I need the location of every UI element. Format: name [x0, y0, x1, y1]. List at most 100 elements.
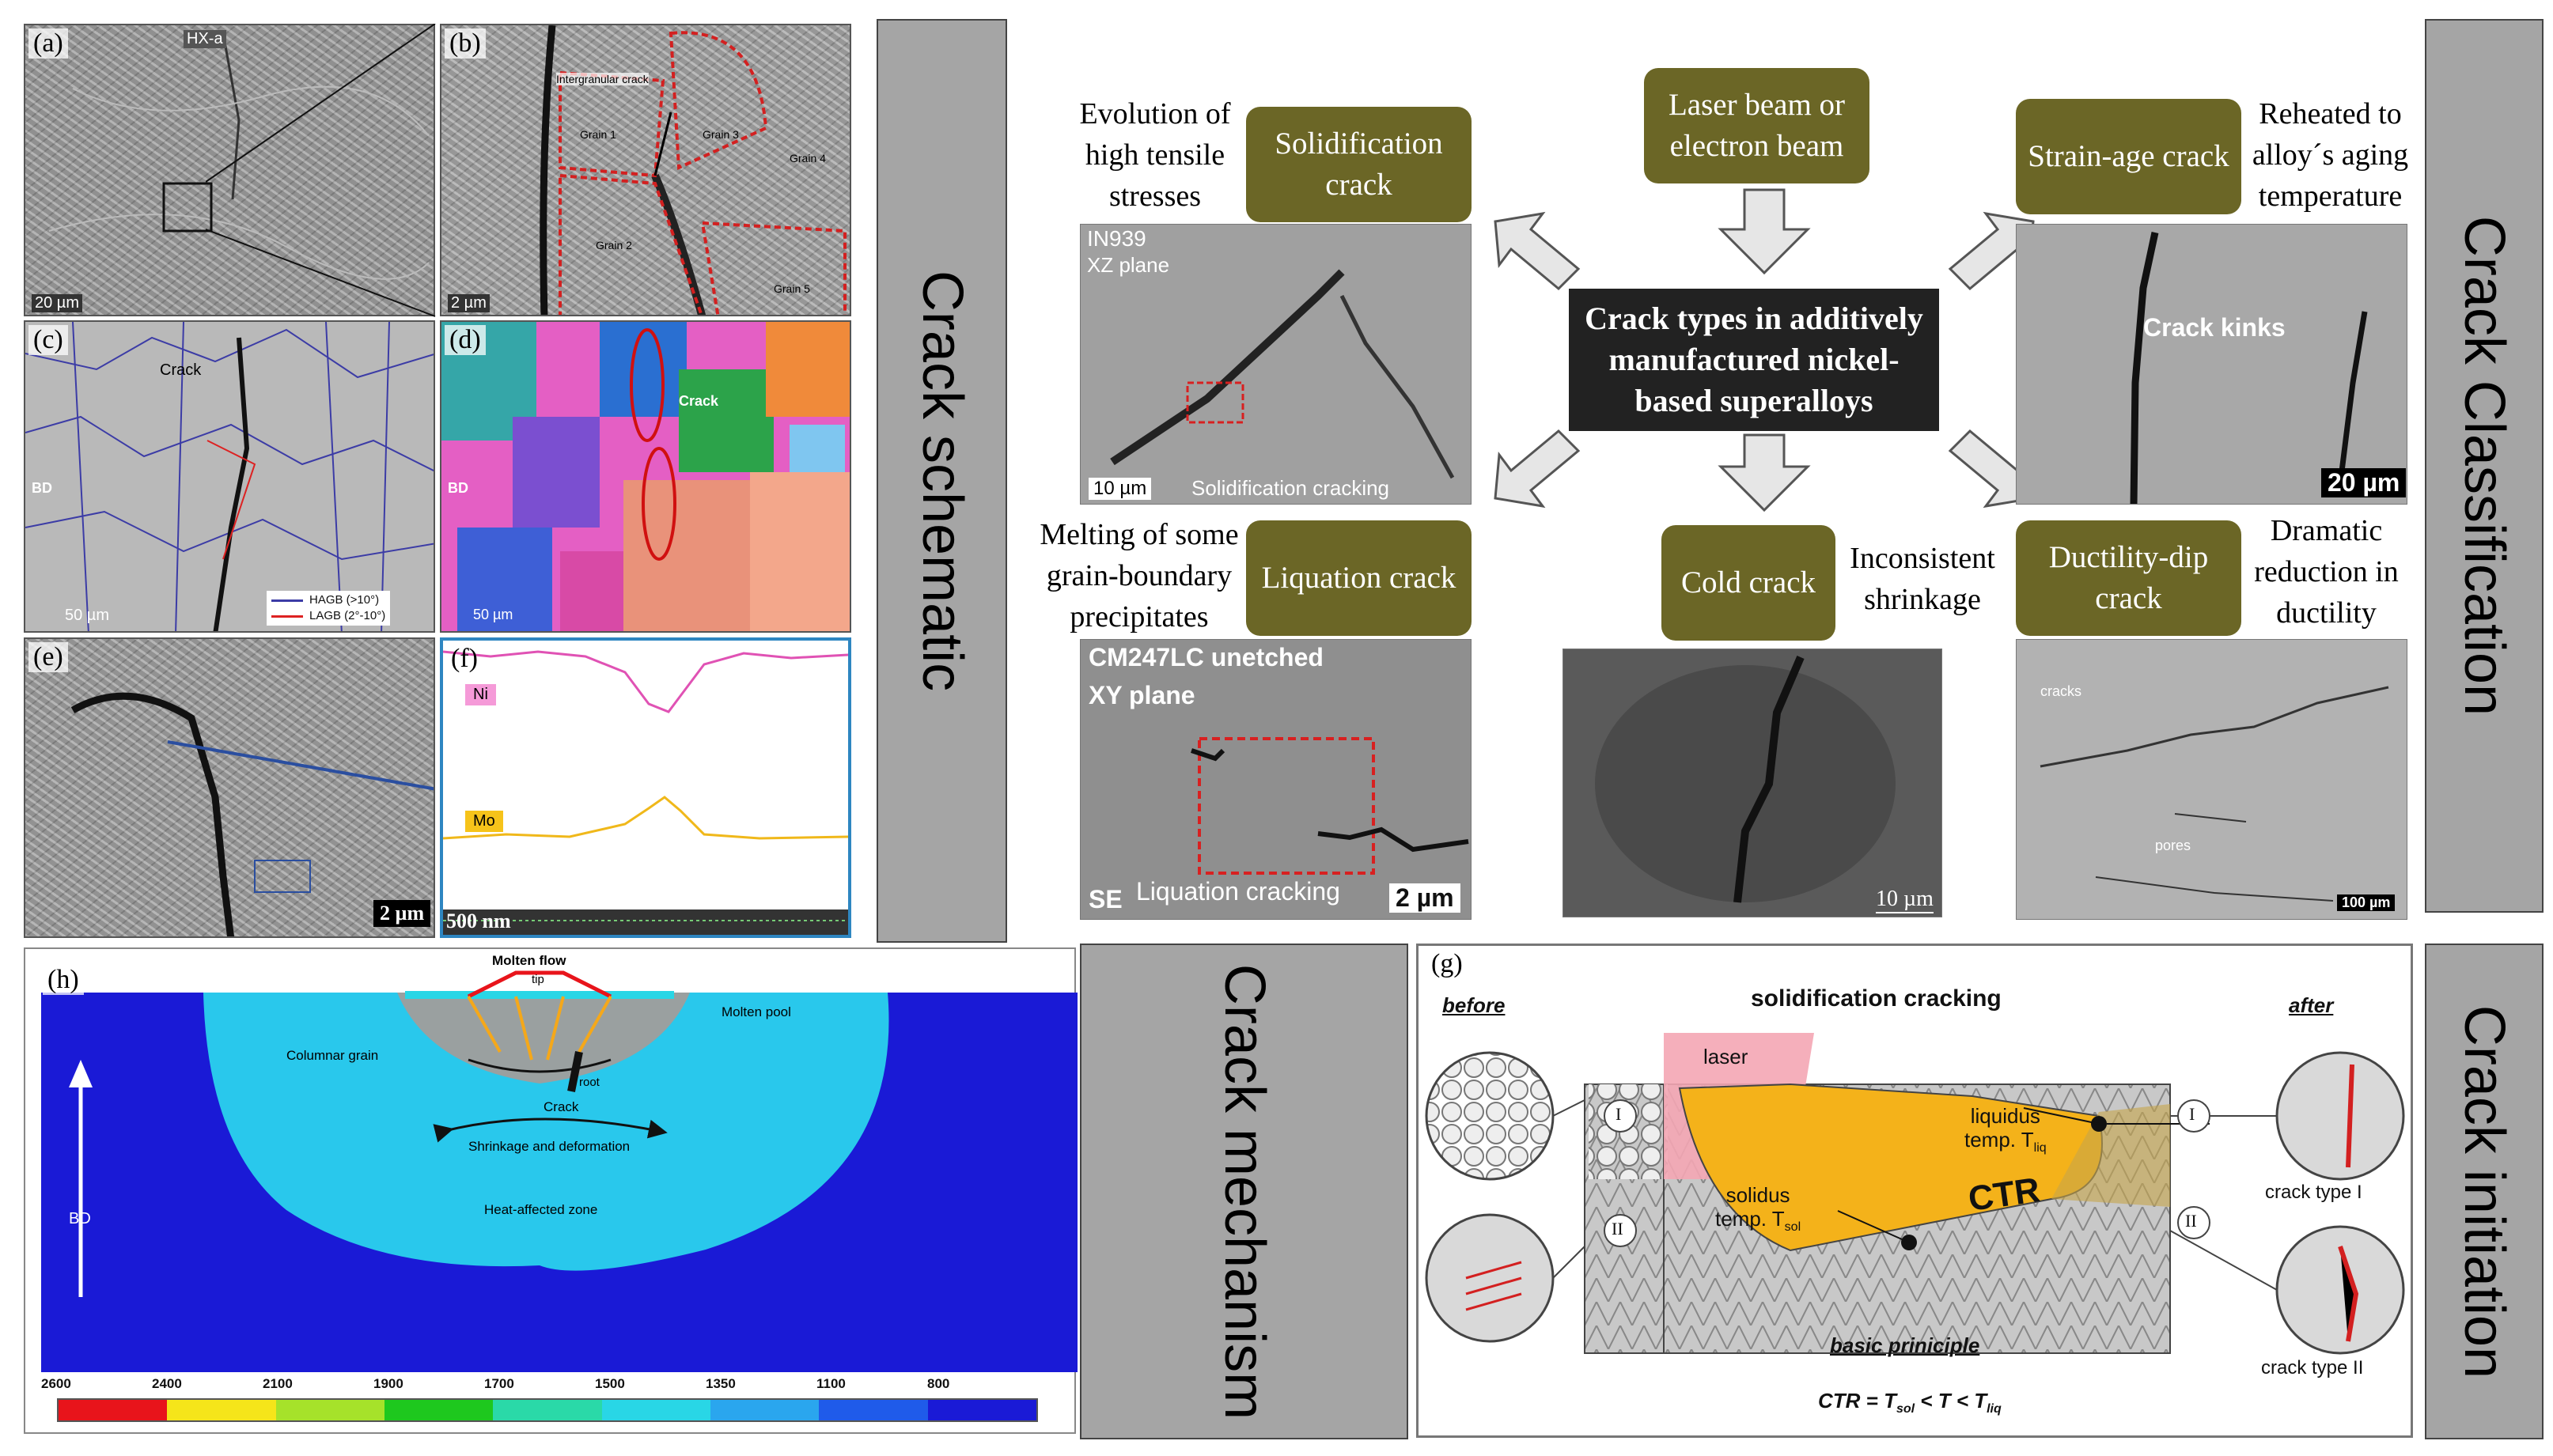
colorbar-segment [493, 1400, 602, 1420]
panel-b-label: (b) [445, 28, 486, 59]
liquation-sem-scale: 2 µm [1389, 883, 1460, 913]
panel-c-legend: HAGB (>10°) LAGB (2°-10°) [267, 591, 391, 626]
ductility-sem: cracks pores 100 µm [2016, 639, 2407, 920]
cold-sem-scale: 10 µm [1876, 887, 1934, 913]
crack-initiation-text: Crack initiation [2453, 1004, 2516, 1378]
sidebar-crack-classification: Crack Classification [2425, 19, 2544, 913]
strain-age-sem-cracks [2130, 232, 2368, 504]
panel-f-label: (f) [451, 644, 478, 673]
panel-h-tip: tip [532, 973, 544, 986]
colorbar-segment [601, 1400, 710, 1420]
strain-age-crack-label: Strain-age crack [2028, 139, 2229, 173]
panel-g-after: after [2289, 993, 2334, 1017]
tick-1: 2400 [152, 1376, 182, 1391]
panel-h-label: (h) [43, 965, 84, 995]
panel-c-scale: 50 µm [65, 607, 109, 624]
roman-1-before: I [1616, 1104, 1622, 1124]
sidebar-crack-schematic: Crack schematic [877, 19, 1007, 943]
panel-g-solidus: solidus temp. Tsol [1715, 1183, 1801, 1239]
panel-d-ebsd-map [441, 322, 850, 631]
liquation-sem: CM247LC unetched XY plane SE Liquation c… [1080, 639, 1472, 920]
solidus-temp: temp. T [1715, 1207, 1785, 1231]
panel-h-columnar: Columnar grain [286, 1048, 379, 1063]
liquidus-label: liquidus [1970, 1104, 2040, 1128]
liquidus-sub: liq [2033, 1141, 2047, 1155]
ductility-sem-scale: 100 µm [2337, 894, 2396, 911]
grain-1-label: Grain 1 [580, 128, 616, 141]
panel-b-grains [540, 25, 847, 315]
formula-part-a: CTR = T [1818, 1389, 1896, 1413]
liquation-sem-caption: Liquation cracking [1136, 877, 1340, 906]
panel-a-tag: HX-a [184, 30, 226, 48]
grain-2-label: Grain 2 [596, 239, 632, 251]
arrow-up-left [1494, 211, 1581, 291]
panel-c-label: (c) [28, 325, 68, 355]
ductility-sem-cracks-label: cracks [2040, 683, 2082, 699]
panel-g-title: solidification cracking [1751, 985, 2002, 1012]
arrow-down-left [1494, 429, 1581, 509]
classification-arrows [1494, 188, 2035, 512]
panel-f-ni: Ni [465, 684, 496, 705]
grain-3-label: Grain 3 [703, 128, 739, 141]
cold-note: Inconsistent shrinkage [1850, 542, 1995, 616]
panel-a-scale: 20 µm [32, 294, 82, 312]
panel-d-bd: BD [448, 480, 468, 496]
tick-4: 1700 [484, 1376, 514, 1391]
panel-e: (e) 2 µm [24, 637, 435, 938]
formula-part-d: liq [1987, 1402, 2002, 1416]
solid-sem-scale: 10 µm [1089, 478, 1152, 500]
crack-type-2: crack type II [2261, 1357, 2364, 1378]
panel-g-laser: laser [1703, 1045, 1748, 1068]
solidification-crack-box: Solidification crack [1246, 107, 1472, 222]
panel-c-crack-label: Crack [160, 361, 202, 379]
panel-b-intergranular: Intergranular crack [556, 73, 649, 85]
colorbar-segment [59, 1400, 168, 1420]
liquidus-temp: temp. T [1964, 1128, 2034, 1152]
solidification-crack-label: Solidification crack [1275, 127, 1443, 202]
panel-d-crack-label: Crack [679, 393, 719, 409]
solid-sem-t2: XZ plane [1087, 253, 1170, 277]
tick-5: 1500 [595, 1376, 625, 1391]
panel-g-formula: CTR = Tsol < T < Tliq [1818, 1389, 2002, 1416]
panel-h-bd: BD [69, 1210, 91, 1227]
legend-lagb: LAGB (2°-10°) [309, 609, 386, 622]
ductility-dip-crack-label: Ductility-dip crack [2048, 540, 2209, 615]
strain-age-sem: Crack kinks 20 µm [2016, 224, 2407, 505]
cold-sem: 10 µm [1562, 649, 1942, 917]
arrow-down-top [1718, 188, 1811, 275]
cold-crack-label: Cold crack [1680, 565, 1816, 599]
zoom-lines [206, 24, 436, 317]
tick-8: 800 [927, 1376, 950, 1391]
liquation-sem-t2: XY plane [1089, 681, 1195, 709]
tick-3: 1900 [373, 1376, 403, 1391]
solidus-sub: sol [1784, 1220, 1801, 1235]
colorbar-segment [819, 1400, 928, 1420]
panel-h-simulation [41, 970, 1078, 1372]
cold-crack-box: Cold crack [1661, 525, 1835, 641]
panel-b-scale: 2 µm [448, 294, 490, 312]
temperature-colorbar [57, 1398, 1038, 1422]
panel-c-bd: BD [32, 480, 52, 496]
solid-sem-caption: Solidification cracking [1191, 476, 1390, 500]
core-box-label: Crack types in additively manufactured n… [1585, 301, 1923, 418]
crack-classification-text: Crack Classification [2453, 215, 2516, 717]
panel-a-cracks [48, 32, 430, 280]
tick-7: 1100 [816, 1376, 846, 1391]
crack-schematic-text: Crack schematic [910, 270, 974, 692]
panel-h-molten-pool: Molten pool [722, 1004, 791, 1019]
strain-age-kinks: Crack kinks [2143, 313, 2286, 342]
strain-age-scale: 20 µm [2321, 468, 2407, 497]
panel-f-scale: 500 nm [446, 910, 511, 932]
sidebar-crack-mechanism: Crack mechanism [1080, 944, 1408, 1439]
panel-c: (c) Crack BD 50 µm HAGB (>10°) LAGB (2°-… [24, 320, 435, 633]
liquation-sem-se: SE [1089, 885, 1123, 913]
colorbar-segment [927, 1400, 1036, 1420]
grain-5-label: Grain 5 [774, 282, 810, 295]
solidification-note: Evolution of high tensile stresses [1079, 97, 1231, 213]
ductility-note: Dramatic reduction in ductility [2254, 514, 2399, 630]
colorbar-segment [384, 1400, 494, 1420]
panel-h: (h) Molten flow tip Molten pool Columnar… [24, 947, 1078, 1434]
colorbar-segment [710, 1400, 820, 1420]
formula-part-b: sol [1896, 1402, 1915, 1416]
crack-type-1: crack type I [2265, 1182, 2362, 1203]
